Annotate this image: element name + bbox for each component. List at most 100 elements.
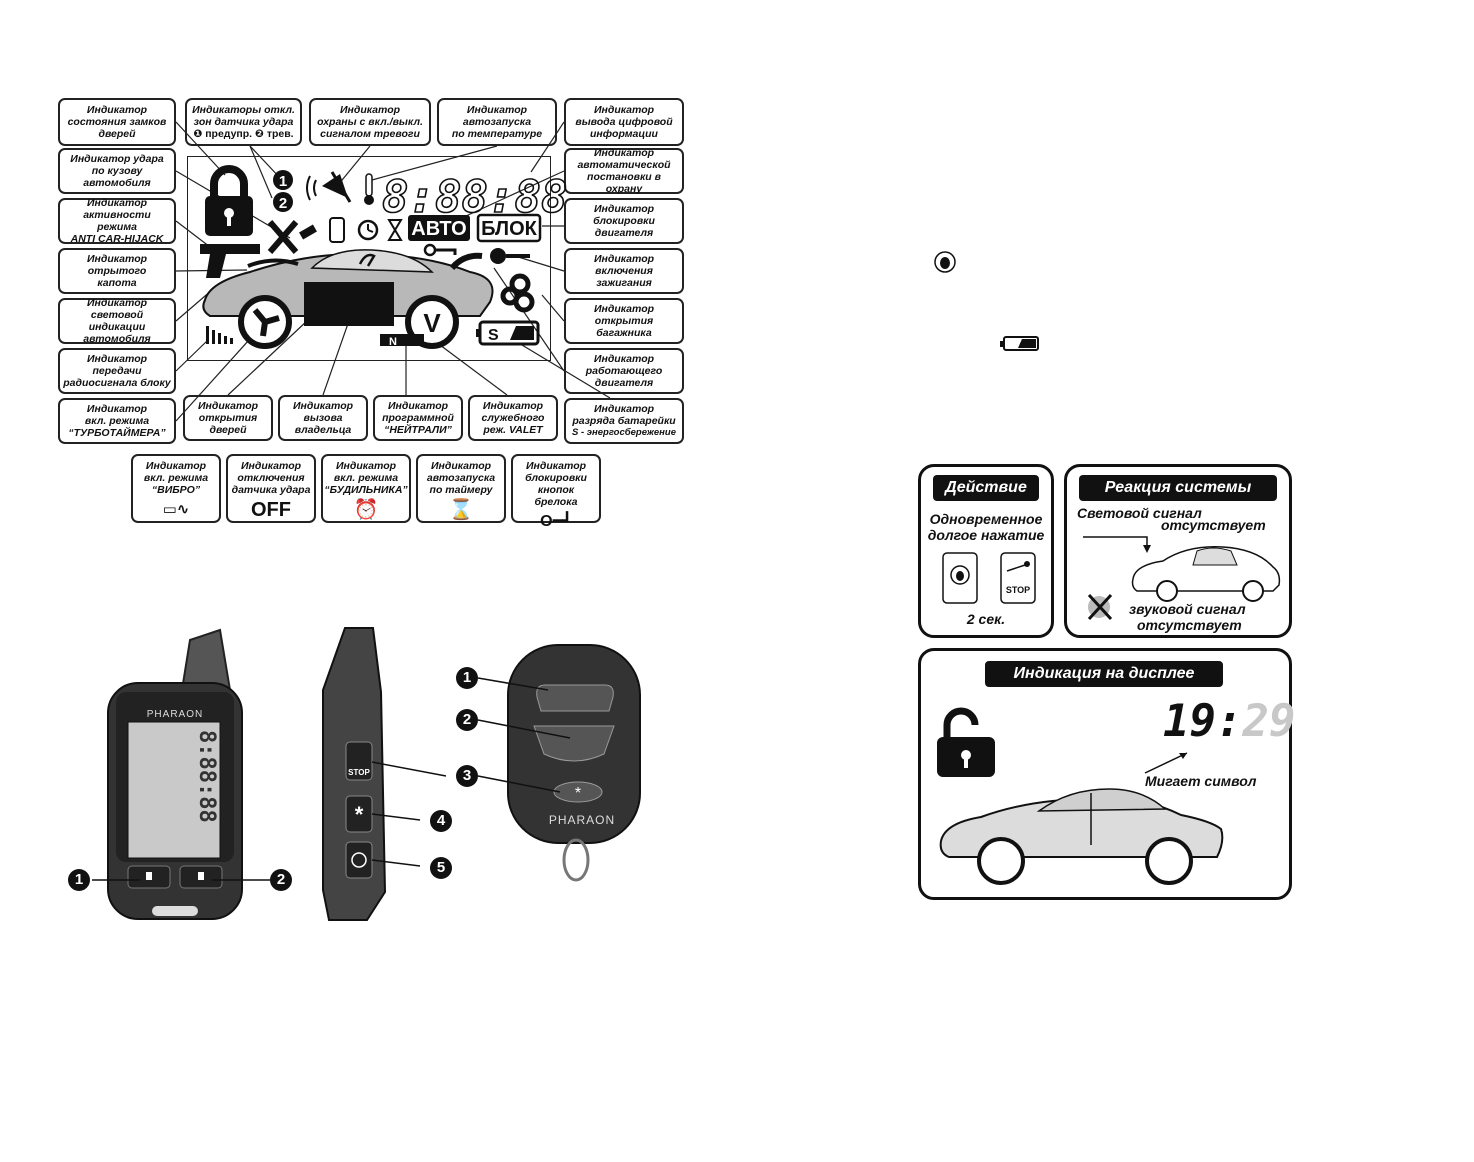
label-battery: Индикатор разряда батарейки S - энергосб… (564, 398, 684, 444)
signal-bars-icon (206, 326, 233, 344)
zone-2-text: 2 (279, 195, 287, 212)
auto-text: АВТО (411, 218, 466, 240)
lcd-car (202, 249, 494, 349)
reaction-sound-1: звуковой сигнал (1129, 601, 1246, 617)
label-keylock-text: Индикатор блокировки кнопок брелока (525, 460, 587, 508)
label-vibro-text: Индикатор вкл. режима “ВИБРО” (143, 460, 209, 496)
label-neutral: Индикатор программной “НЕЙТРАЛИ” (373, 395, 463, 441)
no-sound-icon (1087, 593, 1113, 621)
padlock-icon (205, 165, 253, 236)
label-anti-hijack: Индикатор активности режима ANTI CAR-HIJ… (58, 197, 176, 245)
callout-3: 3 (456, 765, 478, 787)
lcd-hourglass-icon (387, 219, 403, 241)
label-doors-open: Индикатор открытия дверей (183, 395, 273, 441)
display-time-minutes: 29 (1242, 696, 1296, 747)
reaction-panel: Реакция системы Световой сигнал отсутств… (1064, 464, 1292, 638)
action-duration: 2 сек. (966, 611, 1006, 627)
label-temp-start: Индикатор автозапуска по температуре (437, 98, 557, 146)
label-body-shock: Индикатор удара по кузову автомобиля (58, 148, 176, 194)
shock-icon (267, 220, 317, 254)
reaction-car-illustration (1083, 536, 1281, 602)
label-alarm-clock: Индикатор вкл. режима “БУДИЛЬНИКА” ⏰ (321, 454, 411, 523)
block-badge (476, 213, 542, 243)
neutral-text: N (389, 336, 397, 348)
alarm-clock-icon: ⏰ (353, 499, 379, 521)
lcd-remote-digits: 8:88:88 (194, 730, 219, 823)
open-padlock-icon (937, 707, 995, 777)
radio-tx-small-icon (329, 217, 345, 243)
action-text: Одновременное долгое нажатие (927, 511, 1045, 543)
label-digital-info: Индикатор вывода цифровой информации (564, 98, 684, 146)
lcd-key-icon (423, 243, 457, 257)
label-hood-open: Индикатор отрытого капота (58, 248, 176, 294)
neutral-bar (380, 334, 424, 346)
blink-pointer (1144, 752, 1188, 774)
label-auto-arm: Индикатор автоматической постановки в ох… (564, 147, 684, 195)
label-trunk-open: Индикатор открытия багажника (564, 298, 684, 344)
callout-1-fob: 1 (456, 667, 478, 689)
label-timer-start-text: Индикатор автозапуска по таймеру (426, 460, 496, 496)
callout-2-left: 2 (270, 869, 292, 891)
label-shock-zones-text: Индикаторы откл. зон датчика удара (192, 104, 295, 128)
siren-icon (306, 171, 352, 203)
save-text: S (488, 327, 499, 344)
label-shock-off-text: Индикатор отключения датчика удара (231, 460, 311, 496)
action-buttons-illustration: STOP (942, 552, 1036, 604)
fob-star-button[interactable] (553, 781, 603, 803)
lcd-alarm-clock-icon (357, 219, 379, 241)
fob-brand: PHARAON (549, 813, 615, 827)
zone-indicators: 1 2 (273, 170, 293, 212)
svg-text:*: * (575, 785, 581, 802)
display-blink-note: Мигает символ (1145, 773, 1257, 789)
label-light-signal: Индикатор световой индикации автомобиля (58, 297, 176, 345)
display-car-illustration (939, 788, 1224, 885)
block-text: БЛОК (481, 218, 537, 240)
auto-badge (408, 215, 470, 241)
lcd-display (187, 156, 551, 361)
exhaust-icon (500, 273, 535, 313)
side-beetle-button[interactable] (345, 841, 373, 879)
callout-4: 4 (430, 810, 452, 832)
label-turbo-timer: Индикатор вкл. режима “ТУРБОТАЙМЕРА” (58, 398, 176, 444)
callout-1-left: 1 (68, 869, 90, 891)
label-owner-call: Индикатор вызова владельца (278, 395, 368, 441)
label-shock-zones: Индикаторы откл. зон датчика удара ❶ пре… (185, 98, 302, 146)
reaction-title: Реакция системы (1079, 475, 1277, 501)
display-panel: Индикация на дисплее 19:29 Мигает символ (918, 648, 1296, 900)
label-shock-off: Индикатор отключения датчика удара OFF (226, 454, 316, 523)
label-timer-start: Индикатор автозапуска по таймеру ⌛ (416, 454, 506, 523)
display-time-colon: : (1215, 696, 1243, 747)
lcd-remote: PHARAON 8:88:88 (107, 628, 243, 920)
key-fob: * PHARAON (507, 644, 641, 882)
label-keylock: Индикатор блокировки кнопок брелока O━┛ (511, 454, 601, 530)
zone-1-text: 1 (279, 173, 287, 190)
vibro-icon: ▭∿ (162, 501, 190, 518)
label-valet: Индикатор служебного реж. VALET (468, 395, 558, 441)
label-vibro: Индикатор вкл. режима “ВИБРО” ▭∿ (131, 454, 221, 523)
label-ignition: Индикатор включения зажигания (564, 248, 684, 294)
battery-icon (1000, 336, 1039, 351)
reaction-sound-2: отсутствует (1137, 617, 1242, 633)
gun-icon (200, 244, 260, 278)
display-time-hours: 19 (1163, 696, 1216, 747)
reaction-light-1: Световой сигнал (1077, 505, 1202, 521)
reaction-light-2: отсутствует (1161, 517, 1266, 533)
valet-text: V (423, 308, 441, 338)
label-shock-zones-legend: ❶ предупр. ❷ трев. (193, 128, 294, 140)
display-title: Индикация на дисплее (985, 661, 1223, 687)
key-icon: O━┛ (540, 513, 572, 530)
beetle-icon (934, 251, 956, 273)
action-title: Действие (933, 475, 1039, 501)
side-stop-button[interactable] (345, 741, 373, 781)
lcd-battery-icon (476, 320, 540, 346)
off-icon: OFF (251, 499, 291, 521)
action-stop-text: STOP (1006, 585, 1030, 595)
ignition-key-icon (490, 248, 530, 264)
callout-5: 5 (430, 857, 452, 879)
hourglass-icon: ⌛ (448, 499, 474, 521)
svg-text:*: * (355, 802, 364, 827)
label-door-locks: Индикатор состояния замков дверей (58, 98, 176, 146)
fob-lock-button[interactable] (536, 684, 614, 712)
